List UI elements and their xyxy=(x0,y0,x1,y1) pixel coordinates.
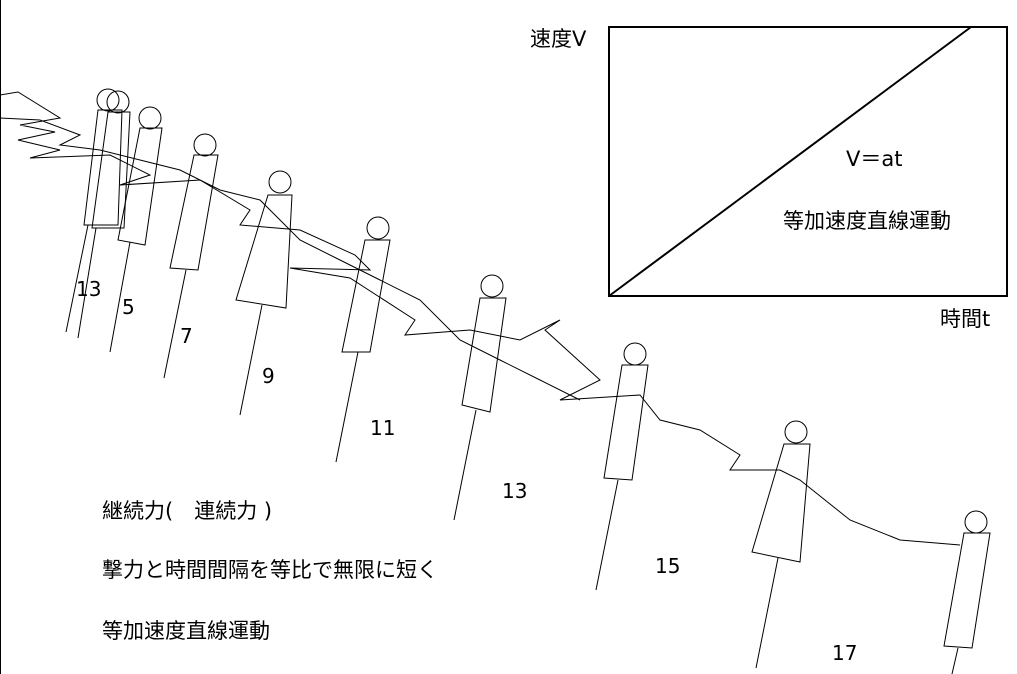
x-axis-label: 時間t xyxy=(940,307,990,331)
y-axis-label: 速度V xyxy=(530,27,587,51)
figure-head xyxy=(480,274,504,298)
figure-17-body xyxy=(751,420,811,669)
figure-body xyxy=(83,109,123,226)
figure-head xyxy=(96,88,120,112)
figure-head xyxy=(193,133,217,157)
figure-label-17: 17 xyxy=(832,641,857,665)
figure-body xyxy=(943,532,991,649)
figure-head xyxy=(366,216,390,240)
figure-shadow-line xyxy=(595,479,619,591)
figure-body xyxy=(751,443,811,563)
figure-shadow-line xyxy=(755,557,779,669)
figure-shadow-line xyxy=(163,269,187,379)
figure-label-5: 5 xyxy=(122,295,135,319)
figure-7-body xyxy=(163,133,219,379)
figure-body xyxy=(341,239,391,353)
graph-caption: 等加速度直線運動 xyxy=(783,209,951,233)
figure-11-body xyxy=(335,216,391,463)
text-line-continuous-force: 継続力( 連続力 ) xyxy=(102,499,272,523)
figure-shadow-line xyxy=(239,304,263,416)
figure-final-body xyxy=(943,510,991,674)
figure-head xyxy=(138,106,162,130)
text-line-uniform-acceleration: 等加速度直線運動 xyxy=(102,619,270,643)
figure-body xyxy=(91,111,131,229)
figure-label-9: 9 xyxy=(262,364,275,388)
figure-body xyxy=(603,364,649,481)
figure-body xyxy=(235,194,293,309)
figure-label-15: 15 xyxy=(655,554,680,578)
velocity-time-graph: 速度V 時間t V＝at 等加速度直線運動 xyxy=(530,26,1008,331)
figure-body xyxy=(169,154,219,271)
figure-body xyxy=(461,297,507,413)
figure-head xyxy=(784,420,808,444)
figure-shadow-line xyxy=(109,241,131,353)
figure-cluster-left xyxy=(65,88,163,353)
zigzag-trail xyxy=(0,91,961,546)
zigzag-trail-b xyxy=(0,117,581,401)
figure-shadow-line xyxy=(77,227,97,339)
figure-9-body xyxy=(235,170,293,416)
figure-label-7: 7 xyxy=(180,324,193,348)
figure-label-13a: 13 xyxy=(76,277,101,301)
figure-head xyxy=(268,170,292,194)
graph-frame xyxy=(608,26,1008,297)
figure-15-body xyxy=(595,342,649,591)
velocity-line xyxy=(608,26,972,297)
figure-shadow-line xyxy=(335,351,359,463)
figure-label-11: 11 xyxy=(370,416,395,440)
figure-shadow-line xyxy=(951,647,959,674)
figure-head xyxy=(623,342,647,366)
text-line-impulse: 撃力と時間間隔を等比で無限に短く xyxy=(102,558,438,582)
figure-label-13b: 13 xyxy=(502,479,527,503)
figure-head xyxy=(964,510,988,534)
figure-13-body xyxy=(453,274,507,521)
graph-formula: V＝at xyxy=(846,147,902,171)
figure-shadow-line xyxy=(65,224,89,333)
figure-body xyxy=(117,127,163,246)
figure-head xyxy=(106,90,130,114)
figure-shadow-line xyxy=(453,409,477,521)
